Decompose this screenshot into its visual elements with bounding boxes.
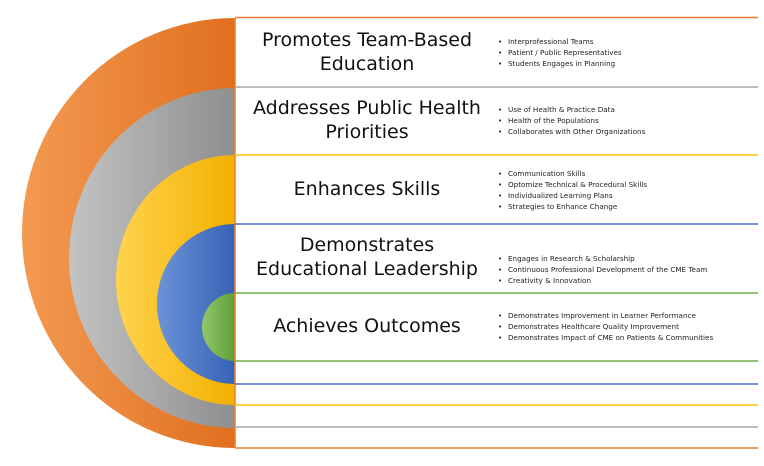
row-title-educational-leadership: Demonstrates Educational Leadership xyxy=(238,233,496,281)
list-item: Interprofessional Teams xyxy=(498,36,622,47)
list-item: Creativity & Innovation xyxy=(498,275,707,286)
row-title-line: Priorities xyxy=(325,121,409,143)
row-title-line: Promotes Team-Based xyxy=(261,29,473,51)
row-title-achieves-outcomes: Achieves Outcomes xyxy=(238,314,496,338)
row-title-line: Enhances Skills xyxy=(293,178,441,200)
bullet-list-team-based-education: Interprofessional Teams Patient / Public… xyxy=(498,36,622,69)
row-title-line: Achieves Outcomes xyxy=(273,315,461,337)
arc-green xyxy=(202,293,235,361)
bullet-list-educational-leadership: Engages in Research & Scholarship Contin… xyxy=(498,253,707,286)
list-item: Optomize Technical & Procedural Skills xyxy=(498,179,647,190)
bullet-list-achieves-outcomes: Demonstrates Improvement in Learner Perf… xyxy=(498,310,713,343)
list-item: Use of Health & Practice Data xyxy=(498,104,645,115)
list-item: Strategies to Enhance Change xyxy=(498,201,647,212)
list-item: Students Engages in Planning xyxy=(498,58,622,69)
list-item: Individualized Learning Plans xyxy=(498,190,647,201)
list-item: Health of the Populations xyxy=(498,115,645,126)
list-item: Engages in Research & Scholarship xyxy=(498,253,707,264)
list-item: Demonstrates Impact of CME on Patients &… xyxy=(498,332,713,343)
list-item: Demonstrates Healthcare Quality Improvem… xyxy=(498,321,713,332)
bullet-list-public-health-priorities: Use of Health & Practice Data Health of … xyxy=(498,104,645,137)
row-title-team-based-education: Promotes Team-Based Education xyxy=(238,28,496,76)
list-item: Patient / Public Representatives xyxy=(498,47,622,58)
list-item: Continuous Professional Development of t… xyxy=(498,264,707,275)
list-item: Collaborates with Other Organizations xyxy=(498,126,645,137)
row-title-enhances-skills: Enhances Skills xyxy=(238,177,496,201)
list-item: Communication Skills xyxy=(498,168,647,179)
bullet-list-enhances-skills: Communication Skills Optomize Technical … xyxy=(498,168,647,212)
row-title-line: Education xyxy=(319,53,415,75)
row-panel-1 xyxy=(235,18,758,85)
row-title-public-health-priorities: Addresses Public Health Priorities xyxy=(238,96,496,144)
row-panel-3 xyxy=(235,156,758,223)
row-panel-2 xyxy=(235,88,758,154)
row-title-line: Addresses Public Health xyxy=(253,97,481,119)
row-title-line: Demonstrates xyxy=(299,234,435,256)
row-title-line: Educational Leadership xyxy=(256,258,478,280)
list-item: Demonstrates Improvement in Learner Perf… xyxy=(498,310,713,321)
